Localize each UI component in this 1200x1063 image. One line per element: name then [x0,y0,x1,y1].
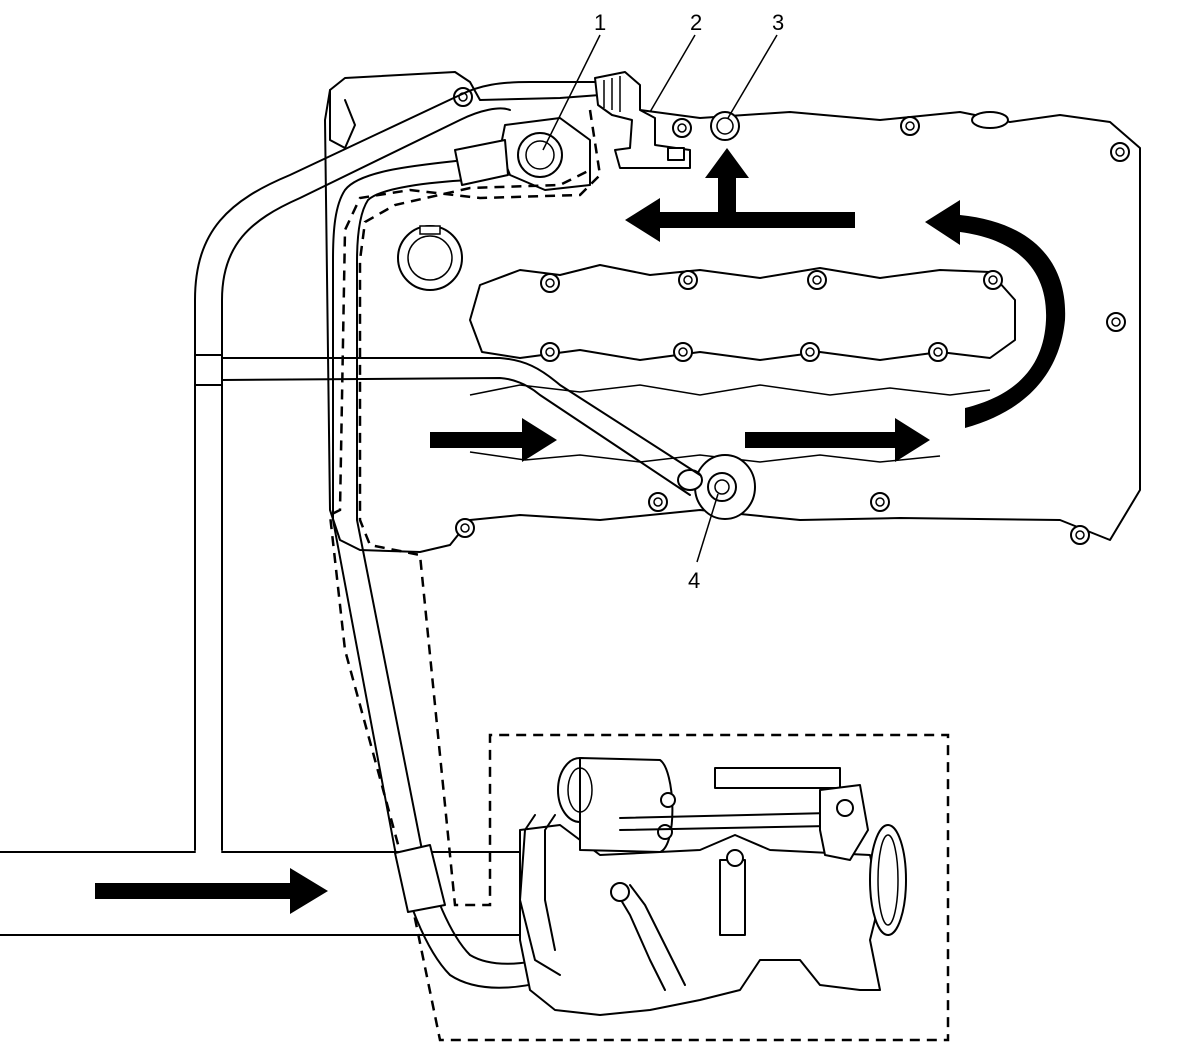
pcv-tube [221,357,701,496]
callout-1: 1 [594,10,606,35]
callout-2: 2 [690,10,702,35]
callout-4: 4 [688,568,700,593]
cover-bolts [453,87,1130,545]
arrow-return-curve [925,200,1066,428]
fresh-air-hose [0,81,596,936]
turbocharger [519,757,907,1016]
breather-tube [332,139,586,989]
arrow-intake-right [95,868,328,914]
arrow-cover-right-2 [745,418,930,462]
vent-port [710,111,740,141]
fresh-air-inlet-fitting [499,117,591,191]
callout-3: 3 [772,10,784,35]
arrow-cover-left [625,198,855,242]
arrow-up-to-vent [705,148,749,212]
blow-by-gas-path [328,109,950,1042]
arrow-cover-right-1 [430,418,557,462]
oil-separator-fitting [677,454,756,520]
pcv-valve-assembly [594,71,691,169]
flow-arrows [95,148,1066,914]
callout-leaders [542,34,778,563]
